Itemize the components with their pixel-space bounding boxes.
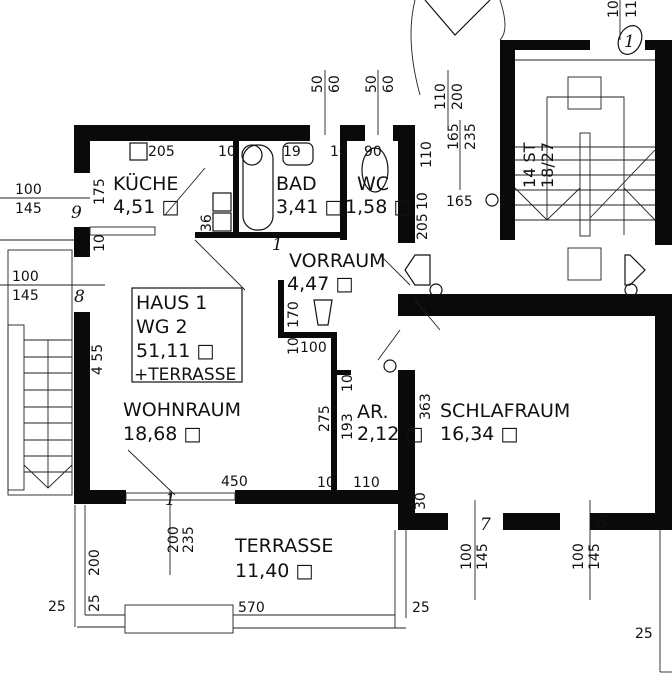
dimension-labels: 100 145 100 145 175 10 205 10 36 19 10 9…	[12, 0, 653, 642]
dim-label: 10	[92, 234, 108, 252]
room-terrasse-area: 11,40 □	[235, 560, 313, 582]
dimension-lines	[0, 0, 672, 673]
room-terrasse-name: TERRASSE	[234, 535, 333, 557]
dim-label: 200	[166, 526, 182, 553]
dim-label: 19	[283, 144, 301, 160]
unit-house: HAUS 1	[136, 292, 207, 314]
stove-icon	[129, 142, 148, 161]
room-ar-area: 2,12 □	[357, 423, 423, 445]
dim-label: 50	[310, 75, 326, 93]
dim-label: 110	[353, 475, 380, 491]
dim-label: 10	[606, 0, 622, 18]
dim-label: 4 55	[90, 344, 106, 375]
stair-steps: 14 ST	[520, 142, 539, 188]
unit-label-box: HAUS 1 WG 2 51,11 □ +TERRASSE	[131, 287, 243, 385]
dim-label: 145	[15, 201, 42, 217]
room-vorraum-area: 4,47 □	[287, 273, 353, 295]
room-wc-area: 1,58 □	[345, 196, 411, 218]
dim-label: 170	[286, 301, 302, 328]
dim-label: 110	[419, 141, 435, 168]
room-bad-name: BAD	[276, 173, 317, 195]
dim-label: 235	[463, 123, 479, 150]
dim-label: 363	[418, 393, 434, 420]
dim-label: 25	[412, 600, 430, 616]
dim-label: 205	[415, 213, 431, 240]
room-wc-name: WC	[357, 173, 389, 195]
room-bad-area: 3,41 □	[276, 196, 342, 218]
dim-label: 10	[218, 144, 236, 160]
window-mark: 8	[74, 287, 85, 307]
dim-label: 30	[413, 492, 429, 510]
entrance-arrow-icon	[410, 0, 506, 96]
window-mark: 9	[71, 203, 82, 223]
fixtures	[127, 142, 638, 496]
room-ar-name: AR.	[357, 401, 389, 423]
dim-label: 165	[446, 123, 462, 150]
room-schlafraum-area: 16,34 □	[440, 423, 518, 445]
dim-label: 10	[415, 192, 431, 210]
dim-label: 110	[433, 83, 449, 110]
room-kueche-area: 4,51 □	[113, 196, 179, 218]
dim-label: 100	[12, 269, 39, 285]
dim-label: 11	[624, 0, 640, 18]
room-wohnraum-name: WOHNRAUM	[123, 399, 241, 421]
room-vorraum-name: VORRAUM	[289, 250, 386, 272]
window-mark: 1	[272, 235, 283, 255]
stairwell	[404, 59, 656, 286]
dim-label: 205	[148, 144, 175, 160]
dim-label: 450	[221, 474, 248, 490]
dim-label: 25	[48, 599, 66, 615]
unit-flat: WG 2	[136, 316, 188, 338]
dim-label: 235	[181, 526, 197, 553]
dim-label: 10	[340, 374, 356, 392]
window-mark: 7	[480, 515, 491, 535]
room-kueche-name: KÜCHE	[113, 172, 178, 195]
dim-label: 200	[87, 549, 103, 576]
dim-label: 100	[300, 340, 327, 356]
dim-label: 10	[286, 337, 302, 355]
dim-label: 200	[450, 83, 466, 110]
window-mark: 1	[624, 32, 635, 52]
exterior-stair	[7, 249, 73, 496]
room-labels: KÜCHE 4,51 □ BAD 3,41 □ WC 1,58 □ VORRAU…	[113, 142, 570, 582]
washer-icon	[212, 192, 232, 212]
dim-label: 100	[459, 543, 475, 570]
dim-label: 25	[87, 594, 103, 612]
dim-label: 50	[364, 75, 380, 93]
dim-label: 36	[199, 214, 215, 232]
dim-label: 165	[446, 194, 473, 210]
dim-label: 175	[92, 178, 108, 205]
room-schlafraum-name: SCHLAFRAUM	[440, 400, 570, 422]
toilet-icon	[361, 147, 389, 193]
washbasin-icon	[282, 142, 314, 166]
dim-label: 90	[364, 144, 382, 160]
dim-label: 100	[571, 543, 587, 570]
dim-label: 275	[317, 405, 333, 432]
handwritten-marks: 9 8 1 1 7 6 1	[71, 25, 643, 535]
dim-label: 145	[12, 288, 39, 304]
unit-area: 51,11 □	[136, 340, 214, 362]
window-mark: 1	[165, 490, 176, 510]
bathtub-icon	[242, 144, 274, 231]
unit-terrace: +TERRASSE	[134, 365, 236, 385]
dim-label: 100	[15, 182, 42, 198]
stair-ratio: 18/27	[538, 142, 557, 188]
dim-label: 60	[381, 75, 397, 93]
lamp-icon	[313, 299, 333, 326]
window-mark: 6	[596, 513, 607, 533]
dim-label: 10	[330, 144, 348, 160]
dim-label: 145	[475, 543, 491, 570]
dim-label: 25	[635, 626, 653, 642]
dim-label: 570	[238, 600, 265, 616]
dim-label: 10	[317, 475, 335, 491]
dim-label: 60	[327, 75, 343, 93]
dim-label: 145	[587, 543, 603, 570]
room-wohnraum-area: 18,68 □	[123, 423, 201, 445]
walls	[74, 40, 672, 530]
dim-label: 193	[340, 413, 356, 440]
